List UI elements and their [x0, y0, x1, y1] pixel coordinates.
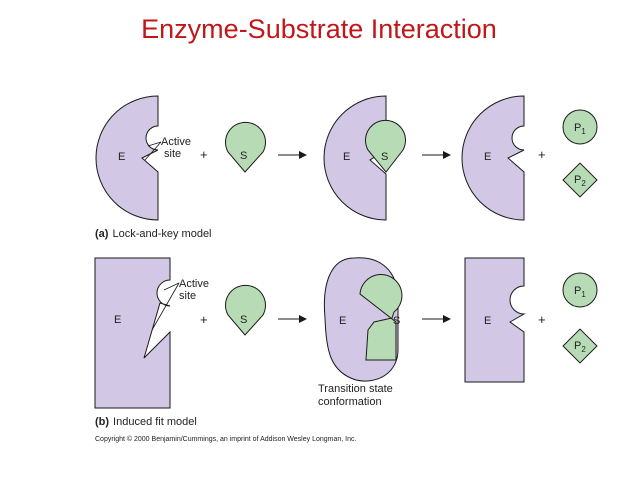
transition-label-line1: Transition state	[318, 383, 393, 395]
product-b-1-label: P1	[574, 285, 586, 299]
caption-a-text: Lock-and-key model	[112, 228, 211, 240]
transition-label-line2: conformation	[318, 396, 382, 408]
product-a-2-subscript: 2	[581, 179, 586, 188]
active-site-a-pointer-2	[144, 141, 162, 161]
active-site-b-pointer-2	[151, 282, 180, 331]
caption-a: (a)Lock-and-key model	[95, 228, 212, 240]
caption-a-letter: (a)	[95, 228, 109, 240]
substrate-b-transition-label: S	[393, 315, 400, 327]
substrate-a-shape	[225, 121, 266, 173]
active-site-b-label-line1: Active	[179, 278, 209, 290]
product-a-1-letter: P	[574, 122, 581, 134]
panel-lock-and-key: E Active site + S E S E + P1 P2 (a)Lock-…	[95, 95, 598, 240]
substrate-b-transition-shape	[359, 274, 403, 361]
active-site-b-pointer-1	[163, 282, 180, 291]
enzyme-a-shape	[95, 95, 159, 221]
substrate-a-complex-shape	[365, 119, 406, 173]
active-site-a-label-line1: Active	[161, 136, 191, 148]
product-a-2-shape	[562, 162, 598, 198]
substrate-a-complex-label: S	[381, 151, 388, 163]
panel-induced-fit: E Active site + S E S Transition state c…	[94, 257, 598, 428]
product-b-1-shape	[562, 272, 598, 308]
product-b-1-subscript: 1	[581, 290, 586, 299]
enzyme-a-complex-label: E	[343, 151, 350, 163]
enzyme-a-released-shape	[461, 95, 525, 221]
product-a-2-label: P2	[574, 174, 586, 188]
product-a-1-subscript: 1	[581, 127, 586, 136]
substrate-b-shape	[225, 284, 266, 336]
product-a-1-label: P1	[574, 122, 586, 136]
enzyme-b-shape	[94, 257, 171, 409]
copyright-notice: Copyright © 2000 Benjamin/Cummings, an i…	[95, 435, 356, 443]
plus-a-1: +	[200, 147, 208, 162]
caption-b: (b) Induced fit model	[95, 416, 197, 428]
caption-b-letter: (b)	[95, 416, 109, 428]
substrate-b-label: S	[240, 314, 247, 326]
product-b-2-label: P2	[574, 340, 586, 354]
slide-title: Enzyme-Substrate Interaction	[141, 14, 497, 44]
product-b-1-letter: P	[574, 285, 581, 297]
substrate-a-label: S	[240, 150, 247, 162]
product-b-2-shape	[562, 328, 598, 364]
enzyme-b-released-shape	[464, 257, 526, 383]
product-b-2-subscript: 2	[581, 345, 586, 354]
enzyme-b-transition-label: E	[339, 315, 346, 327]
enzyme-a-released-label: E	[484, 151, 491, 163]
product-a-1-shape	[562, 109, 598, 145]
plus-b-2: +	[538, 312, 546, 327]
active-site-a-pointer-1	[147, 141, 162, 147]
active-site-a-label-line2: site	[164, 148, 181, 160]
active-site-b-label-line2: site	[179, 290, 196, 302]
enzyme-a-label: E	[118, 151, 125, 163]
enzyme-b-released-label: E	[484, 315, 491, 327]
plus-a-2: +	[538, 147, 546, 162]
plus-b-1: +	[200, 312, 208, 327]
product-b-2-letter: P	[574, 340, 581, 352]
enzyme-b-label: E	[114, 314, 121, 326]
product-a-2-letter: P	[574, 174, 581, 186]
caption-b-text: Induced fit model	[113, 416, 197, 428]
